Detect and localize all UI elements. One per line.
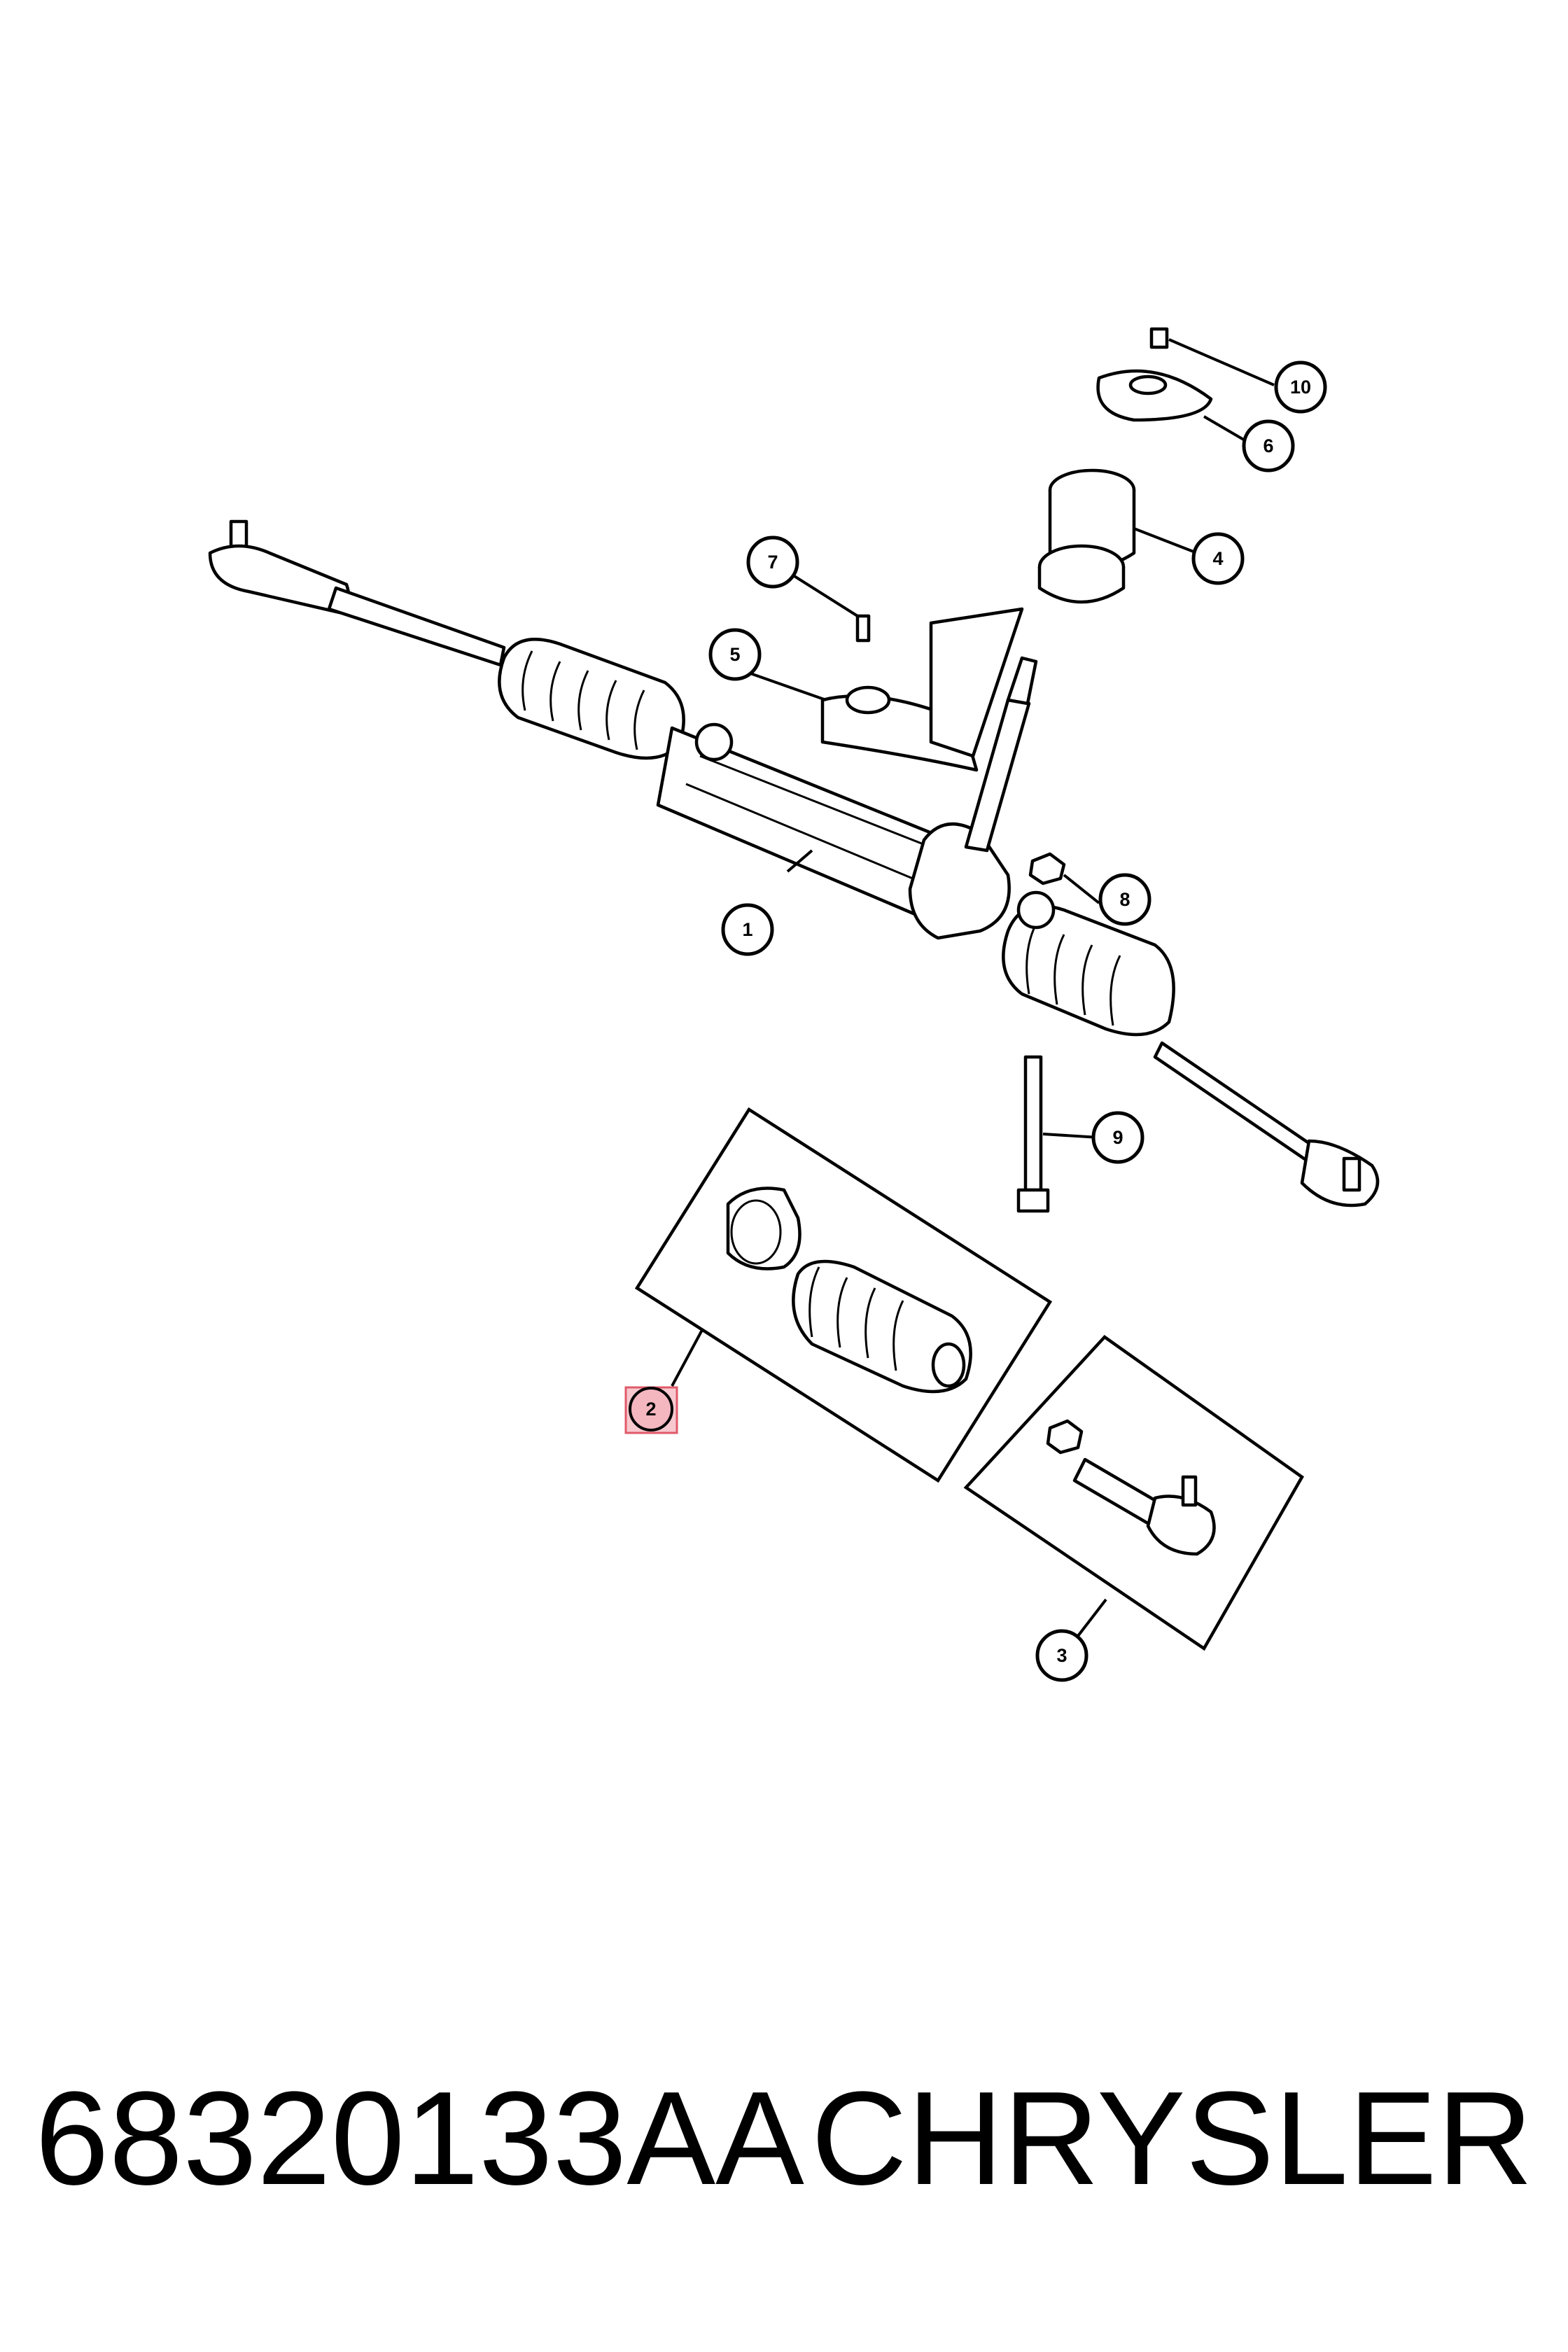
brand-name: CHRYSLER: [811, 2064, 1533, 2213]
callout-6-label: 6: [1263, 435, 1273, 456]
cover-and-nut: [1096, 327, 1213, 422]
callout-4-label: 4: [1212, 548, 1223, 569]
callout-8-label: 8: [1119, 889, 1130, 910]
callout-2-label: 2: [645, 1399, 656, 1420]
callout-6[interactable]: 6: [1242, 419, 1295, 472]
callout-4[interactable]: 4: [1191, 532, 1245, 585]
callout-9[interactable]: 9: [1091, 1111, 1144, 1164]
callout-10-label: 10: [1290, 377, 1311, 398]
callout-1[interactable]: 1: [721, 903, 774, 956]
callout-3[interactable]: 3: [1035, 1629, 1088, 1682]
seal-assembly: [1037, 468, 1136, 604]
callout-10[interactable]: 10: [1274, 360, 1327, 414]
callout-5[interactable]: 5: [708, 628, 762, 681]
nut-8: [1028, 852, 1066, 886]
leader-lines: [750, 338, 1275, 1139]
boot-kit-panel: [634, 1107, 1053, 1483]
callout-2-highlight[interactable]: 2: [624, 1386, 678, 1434]
callout-3-label: 3: [1056, 1645, 1067, 1666]
callout-5-label: 5: [729, 644, 740, 665]
callout-7-label: 7: [767, 552, 778, 573]
callout-9-label: 9: [1112, 1127, 1123, 1148]
steering-rack-assembly: [208, 519, 1380, 1208]
heat-shield: [820, 607, 1024, 772]
callout-7[interactable]: 7: [746, 536, 799, 589]
input-shaft: [964, 656, 1038, 853]
kit-nut: [1046, 1419, 1084, 1455]
bolt-9: [1016, 1055, 1050, 1213]
callout-1-label: 1: [742, 919, 752, 940]
bolt-7: [855, 614, 871, 643]
part-number: 68320133AA: [35, 2064, 804, 2213]
callout-8[interactable]: 8: [1098, 873, 1152, 926]
tie-rod-end-kit-panel: [963, 1335, 1304, 1651]
